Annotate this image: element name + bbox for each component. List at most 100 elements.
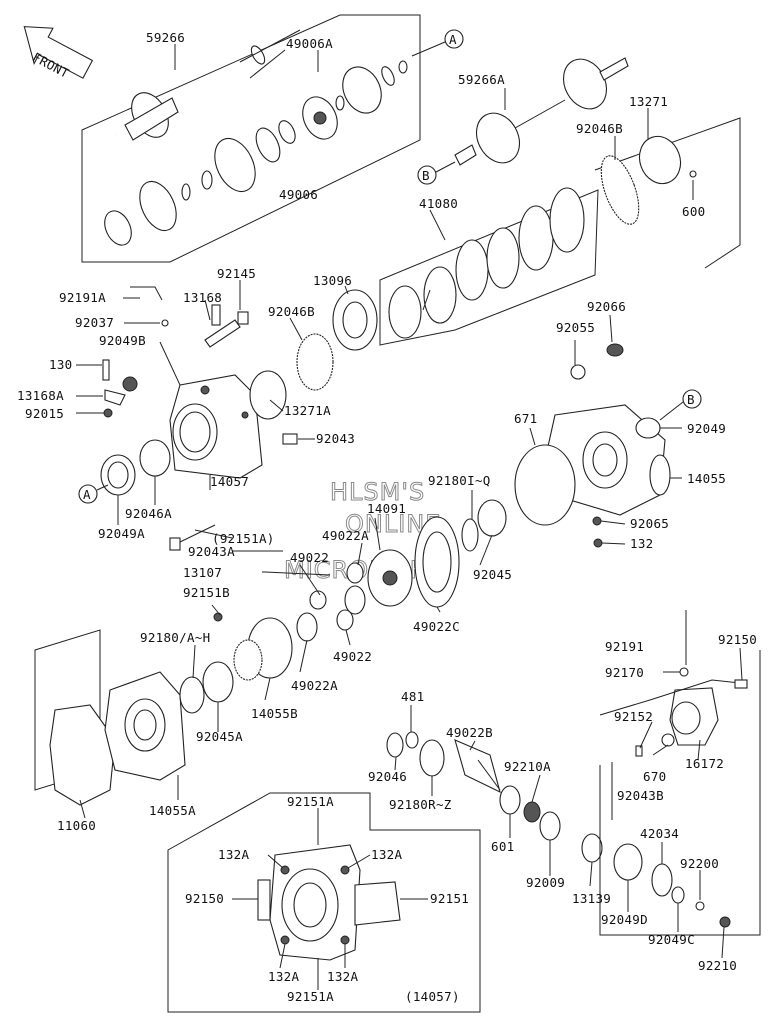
callout-b-left: B (417, 161, 456, 185)
washer-92065 (592, 516, 602, 526)
label-92200: 92200 (680, 856, 719, 871)
label-92049b: 92049B (99, 333, 146, 348)
bearing-92045 (477, 499, 507, 537)
drive-shaft-59266a (454, 57, 629, 166)
shaft-13107 (264, 571, 331, 576)
label-670: 670 (643, 769, 666, 784)
shim-92180r (419, 739, 445, 777)
label-13139: 13139 (572, 891, 611, 906)
label-671: 671 (514, 411, 537, 426)
label-14055a: 14055A (149, 803, 196, 818)
label-92043: 92043 (316, 431, 355, 446)
side-gears-49022 (336, 585, 366, 631)
label-13096: 13096 (313, 273, 352, 288)
drive-shaft-59266 (114, 29, 301, 141)
label-92151a-paren: (92151A) (212, 531, 275, 546)
bearing-601 (499, 785, 521, 815)
pinion-gear-49022b (454, 739, 501, 794)
washer-13271a (249, 370, 287, 420)
seal-92049c (671, 886, 685, 904)
front-axle-box-outline (81, 14, 421, 263)
ring-gear-49022c (414, 516, 460, 608)
lever-13168a (104, 389, 126, 406)
callout-a-label: A (83, 487, 91, 502)
label-49022-top: 49022 (290, 550, 329, 565)
label-132a-top-left: 132A (218, 847, 249, 862)
seal-92009 (539, 811, 561, 841)
nut-92210 (719, 916, 731, 928)
bolt-92151b (213, 612, 223, 622)
callout-b-label: B (687, 392, 695, 407)
label-92065: 92065 (630, 516, 669, 531)
bearing-92046a (139, 439, 171, 477)
label-14055b: 14055B (251, 706, 298, 721)
label-92037: 92037 (75, 315, 114, 330)
oring-92037 (161, 319, 169, 327)
right-bottom-frame (599, 650, 761, 936)
cover-14055a (104, 671, 186, 781)
pin-92043 (282, 433, 298, 445)
label-59266a: 59266A (458, 72, 505, 87)
label-92191: 92191 (605, 639, 644, 654)
label-132a-bottom-left: 132A (268, 969, 299, 984)
label-13168a: 13168A (17, 388, 64, 403)
screw-92152 (635, 745, 643, 757)
seal-92049b (122, 376, 138, 392)
label-92145: 92145 (217, 266, 256, 281)
needle-bearing-92046b (296, 333, 334, 391)
bolt-92151a (169, 524, 216, 551)
label-13271a: 13271A (284, 403, 331, 418)
label-13107: 13107 (183, 565, 222, 580)
label-49022a-top: 49022A (322, 528, 369, 543)
label-481: 481 (401, 689, 424, 704)
label-13168: 13168 (183, 290, 222, 305)
thrust-washer-13271 (638, 135, 682, 185)
label-92151a-inset-bottom: 92151A (287, 989, 334, 1004)
seal-92049d (613, 843, 643, 881)
label-92015: 92015 (25, 406, 64, 421)
label-92043a: 92043A (188, 544, 235, 559)
label-11060: 11060 (57, 818, 96, 833)
pinion-49022a (296, 590, 327, 642)
label-92009: 92009 (526, 875, 565, 890)
label-49022: 49022 (333, 649, 372, 664)
label-92049: 92049 (687, 421, 726, 436)
label-92055: 92055 (556, 320, 595, 335)
label-14091: 14091 (367, 501, 406, 516)
label-92045a: 92045A (196, 729, 243, 744)
label-16172: 16172 (685, 756, 724, 771)
bearing-92046 (386, 732, 404, 758)
needle-bearing-92046b (600, 155, 640, 225)
callout-b-right: B (659, 389, 702, 421)
breather-pin-92191a (130, 286, 163, 301)
actuator-16172 (599, 679, 748, 746)
label-132a-top-right: 132A (371, 847, 402, 862)
label-59266: 59266 (146, 30, 185, 45)
spring-92145 (237, 311, 249, 325)
oring-92055 (570, 364, 586, 380)
label-49022c: 49022C (413, 619, 460, 634)
clutch-plates-41080 (388, 187, 585, 339)
inset-caption: (14057) (405, 989, 460, 1004)
spline-42034 (651, 863, 673, 897)
label-92045: 92045 (473, 567, 512, 582)
label-92151a-inset-top: 92151A (287, 794, 334, 809)
label-42034: 42034 (640, 826, 679, 841)
gasket-11060 (34, 629, 116, 806)
label-601: 601 (491, 839, 514, 854)
inset-box (167, 792, 481, 1013)
gear-case-14057 (169, 374, 263, 479)
seal-92049 (635, 417, 661, 439)
watermark-line-1: HLSM'S (330, 478, 425, 506)
callout-a-top: A (411, 29, 464, 57)
label-92066: 92066 (587, 299, 626, 314)
label-41080: 41080 (419, 196, 458, 211)
label-92170: 92170 (605, 665, 644, 680)
label-92046a: 92046A (125, 506, 172, 521)
label-92151-inset: 92151 (430, 891, 469, 906)
gasket-671 (514, 444, 576, 526)
label-92043b: 92043B (617, 788, 664, 803)
shim-92180i (461, 518, 479, 552)
callout-b-label: B (422, 168, 430, 183)
washer-92015 (103, 408, 113, 418)
